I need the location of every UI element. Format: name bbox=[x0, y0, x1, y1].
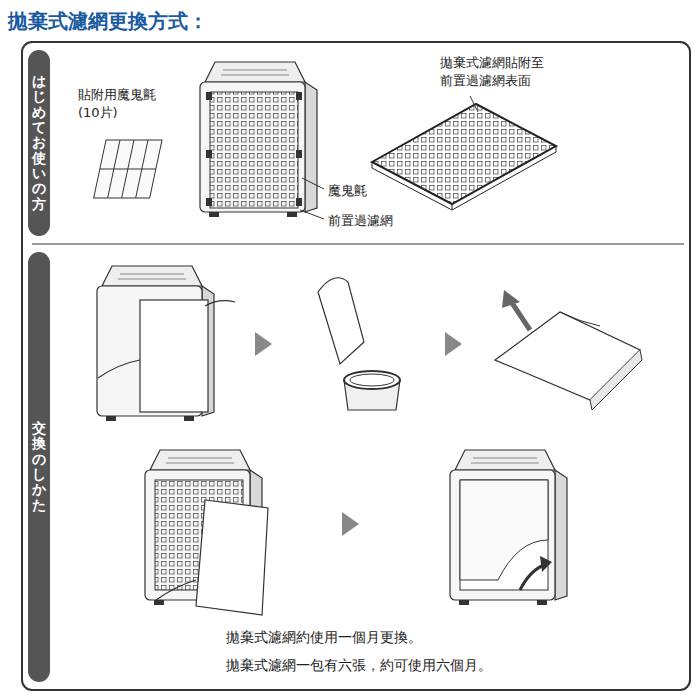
title: 拋棄式濾網更換方式： bbox=[8, 8, 208, 35]
part-label: 魔鬼氈 bbox=[328, 182, 367, 200]
note-label: 拋棄式濾網貼附至 前置過濾網表面 bbox=[440, 54, 558, 89]
note: 拋棄式濾網約使用一個月更換。 bbox=[226, 628, 422, 647]
section-heading: 交換のしかた bbox=[32, 421, 46, 513]
section-band: 交換のしかた bbox=[28, 252, 50, 682]
note: 拋棄式濾網一包有六張，約可使用六個月。 bbox=[226, 656, 492, 675]
section-band: はじめてお使いの方 bbox=[28, 50, 50, 236]
section-heading: はじめてお使いの方 bbox=[32, 74, 46, 213]
part-label: 貼附用魔鬼氈 (10片) bbox=[78, 86, 164, 121]
part-label: 前置過濾網 bbox=[328, 212, 393, 230]
